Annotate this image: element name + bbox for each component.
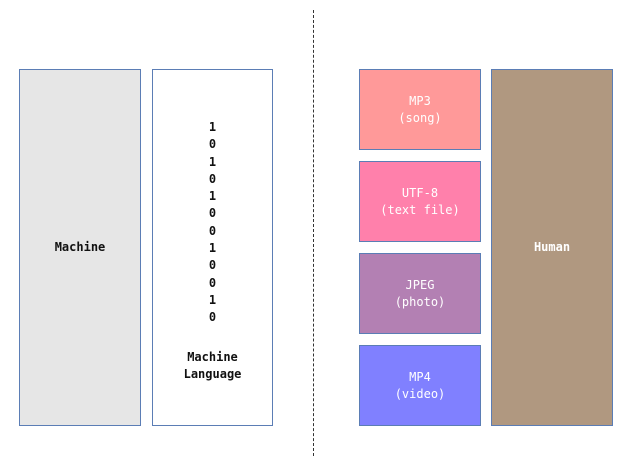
binary-digit: 0 (208, 206, 217, 221)
format-description: (video) (394, 386, 446, 401)
format-name: JPEG (405, 277, 435, 292)
human-box: Human (491, 69, 613, 426)
binary-digit: 0 (208, 223, 217, 238)
machine-language-label-line2: Language (183, 367, 242, 381)
binary-digit: 1 (208, 189, 217, 204)
machine-label: Machine (54, 240, 106, 254)
binary-digit: 1 (208, 241, 217, 256)
machine-language-label: Machine Language (153, 349, 272, 383)
binary-digit: 0 (208, 171, 217, 186)
divider-line (313, 10, 314, 456)
binary-digit: 0 (208, 137, 217, 152)
mp3-format-box: MP3 (song) (359, 69, 481, 150)
binary-digit: 1 (208, 120, 217, 134)
mp4-format-box: MP4 (video) (359, 345, 481, 426)
binary-digit: 1 (208, 154, 217, 169)
utf8-format-box: UTF-8 (text file) (359, 161, 481, 242)
binary-digit: 1 (208, 292, 217, 307)
binary-sequence: 1 0 1 0 1 0 0 1 0 0 1 0 (153, 119, 272, 327)
format-description: (text file) (380, 202, 460, 217)
format-name: MP4 (409, 369, 431, 384)
machine-language-box: 1 0 1 0 1 0 0 1 0 0 1 0 Machine Language (152, 69, 273, 426)
human-label: Human (533, 240, 571, 254)
format-name: UTF-8 (401, 185, 439, 200)
machine-box: Machine (19, 69, 141, 426)
format-description: (photo) (394, 294, 446, 309)
binary-digit: 0 (208, 310, 217, 325)
machine-language-label-line1: Machine (187, 350, 238, 364)
jpeg-format-box: JPEG (photo) (359, 253, 481, 334)
binary-digit: 0 (208, 275, 217, 290)
binary-digit: 0 (208, 258, 217, 273)
format-name: MP3 (409, 93, 431, 108)
format-description: (song) (398, 110, 442, 125)
